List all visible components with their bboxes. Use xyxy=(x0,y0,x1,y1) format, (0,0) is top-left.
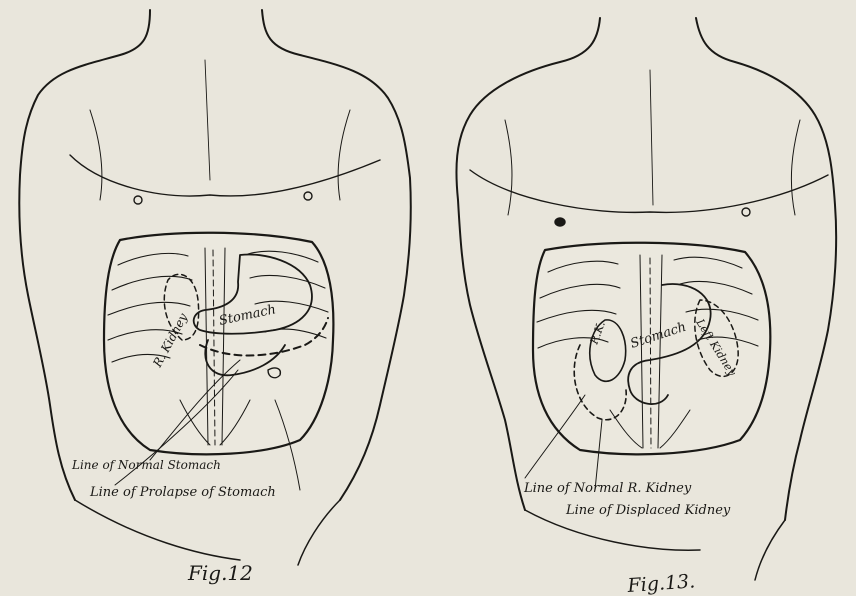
callout-prolapse-stomach-fig12: Line of Prolapse of Stomach xyxy=(89,485,276,500)
caption-fig13: Fig.13. xyxy=(626,570,696,596)
abdominal-window-fig13 xyxy=(533,243,770,455)
callout-displaced-kidney-fig13: Line of Displaced Kidney xyxy=(565,503,731,518)
caption-fig12: Fig.12 xyxy=(187,561,253,585)
callout-normal-stomach-fig12: Line of Normal Stomach xyxy=(71,458,221,472)
nipple-left-fig13 xyxy=(555,218,565,226)
abdominal-window-fig12 xyxy=(104,233,333,455)
callout-normal-kidney-fig13: Line of Normal R. Kidney xyxy=(523,481,692,496)
